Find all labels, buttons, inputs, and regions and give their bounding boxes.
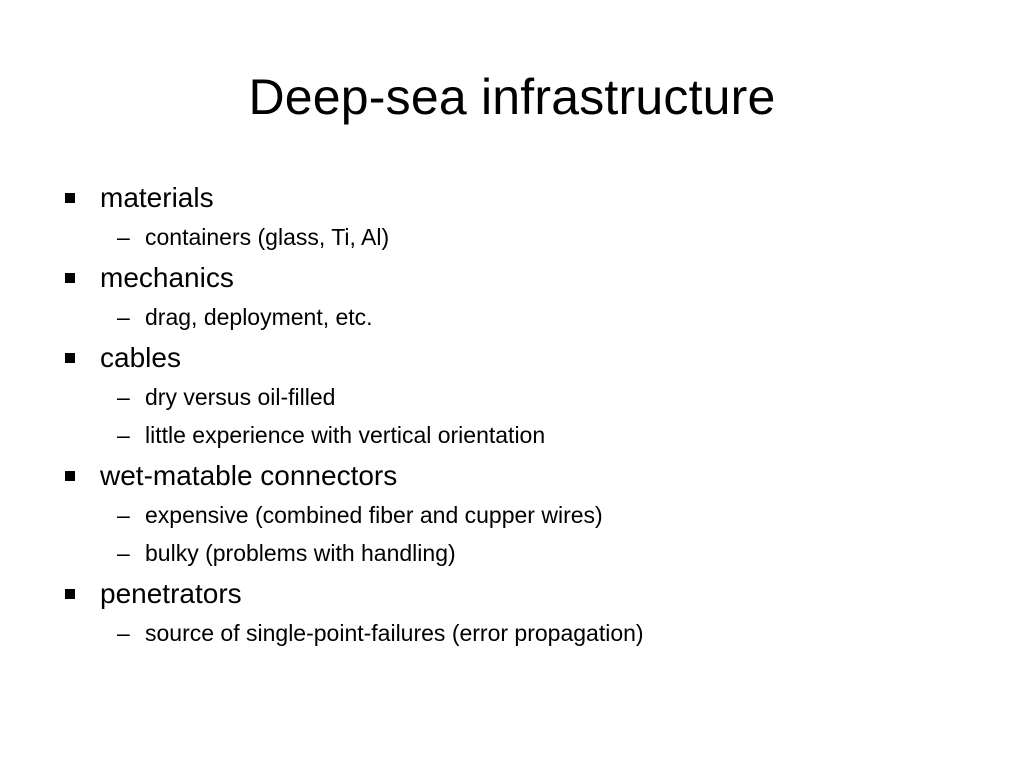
- bullet-label: wet-matable connectors: [100, 460, 398, 491]
- subbullet-label: little experience with vertical orientat…: [145, 422, 546, 448]
- subbullet-item: – expensive (combined fiber and cupper w…: [100, 496, 982, 534]
- square-bullet-icon: [65, 353, 75, 363]
- dash-bullet-icon: –: [117, 224, 130, 250]
- subbullet-list: – source of single-point-failures (error…: [100, 614, 982, 654]
- subbullet-item: – little experience with vertical orient…: [100, 416, 982, 454]
- subbullet-item: – source of single-point-failures (error…: [100, 614, 982, 652]
- subbullet-item: – dry versus oil-filled: [100, 378, 982, 416]
- subbullet-label: expensive (combined fiber and cupper wir…: [145, 502, 603, 528]
- bullet-item-materials: materials – containers (glass, Ti, Al): [62, 178, 982, 258]
- dash-bullet-icon: –: [117, 540, 130, 566]
- square-bullet-icon: [65, 273, 75, 283]
- subbullet-list: – expensive (combined fiber and cupper w…: [100, 496, 982, 574]
- subbullet-label: bulky (problems with handling): [145, 540, 456, 566]
- subbullet-label: dry versus oil-filled: [145, 384, 336, 410]
- dash-bullet-icon: –: [117, 422, 130, 448]
- bullet-label: materials: [100, 182, 214, 213]
- subbullet-list: – dry versus oil-filled – little experie…: [100, 378, 982, 456]
- bullet-item-penetrators: penetrators – source of single-point-fai…: [62, 574, 982, 654]
- square-bullet-icon: [65, 471, 75, 481]
- subbullet-item: – containers (glass, Ti, Al): [100, 218, 982, 256]
- subbullet-label: drag, deployment, etc.: [145, 304, 373, 330]
- square-bullet-icon: [65, 193, 75, 203]
- bullet-label: penetrators: [100, 578, 242, 609]
- dash-bullet-icon: –: [117, 384, 130, 410]
- bullet-label: cables: [100, 342, 181, 373]
- subbullet-list: – drag, deployment, etc.: [100, 298, 982, 338]
- bullet-item-cables: cables – dry versus oil-filled – little …: [62, 338, 982, 456]
- bullet-item-mechanics: mechanics – drag, deployment, etc.: [62, 258, 982, 338]
- subbullet-label: source of single-point-failures (error p…: [145, 620, 644, 646]
- subbullet-list: – containers (glass, Ti, Al): [100, 218, 982, 258]
- slide-title: Deep-sea infrastructure: [248, 69, 776, 125]
- square-bullet-icon: [65, 589, 75, 599]
- subbullet-label: containers (glass, Ti, Al): [145, 224, 390, 250]
- bullet-list: materials – containers (glass, Ti, Al) m…: [62, 178, 982, 654]
- bullet-label: mechanics: [100, 262, 234, 293]
- dash-bullet-icon: –: [117, 502, 130, 528]
- subbullet-item: – drag, deployment, etc.: [100, 298, 982, 336]
- bullet-item-wet-matable-connectors: wet-matable connectors – expensive (comb…: [62, 456, 982, 574]
- dash-bullet-icon: –: [117, 620, 130, 646]
- subbullet-item: – bulky (problems with handling): [100, 534, 982, 572]
- dash-bullet-icon: –: [117, 304, 130, 330]
